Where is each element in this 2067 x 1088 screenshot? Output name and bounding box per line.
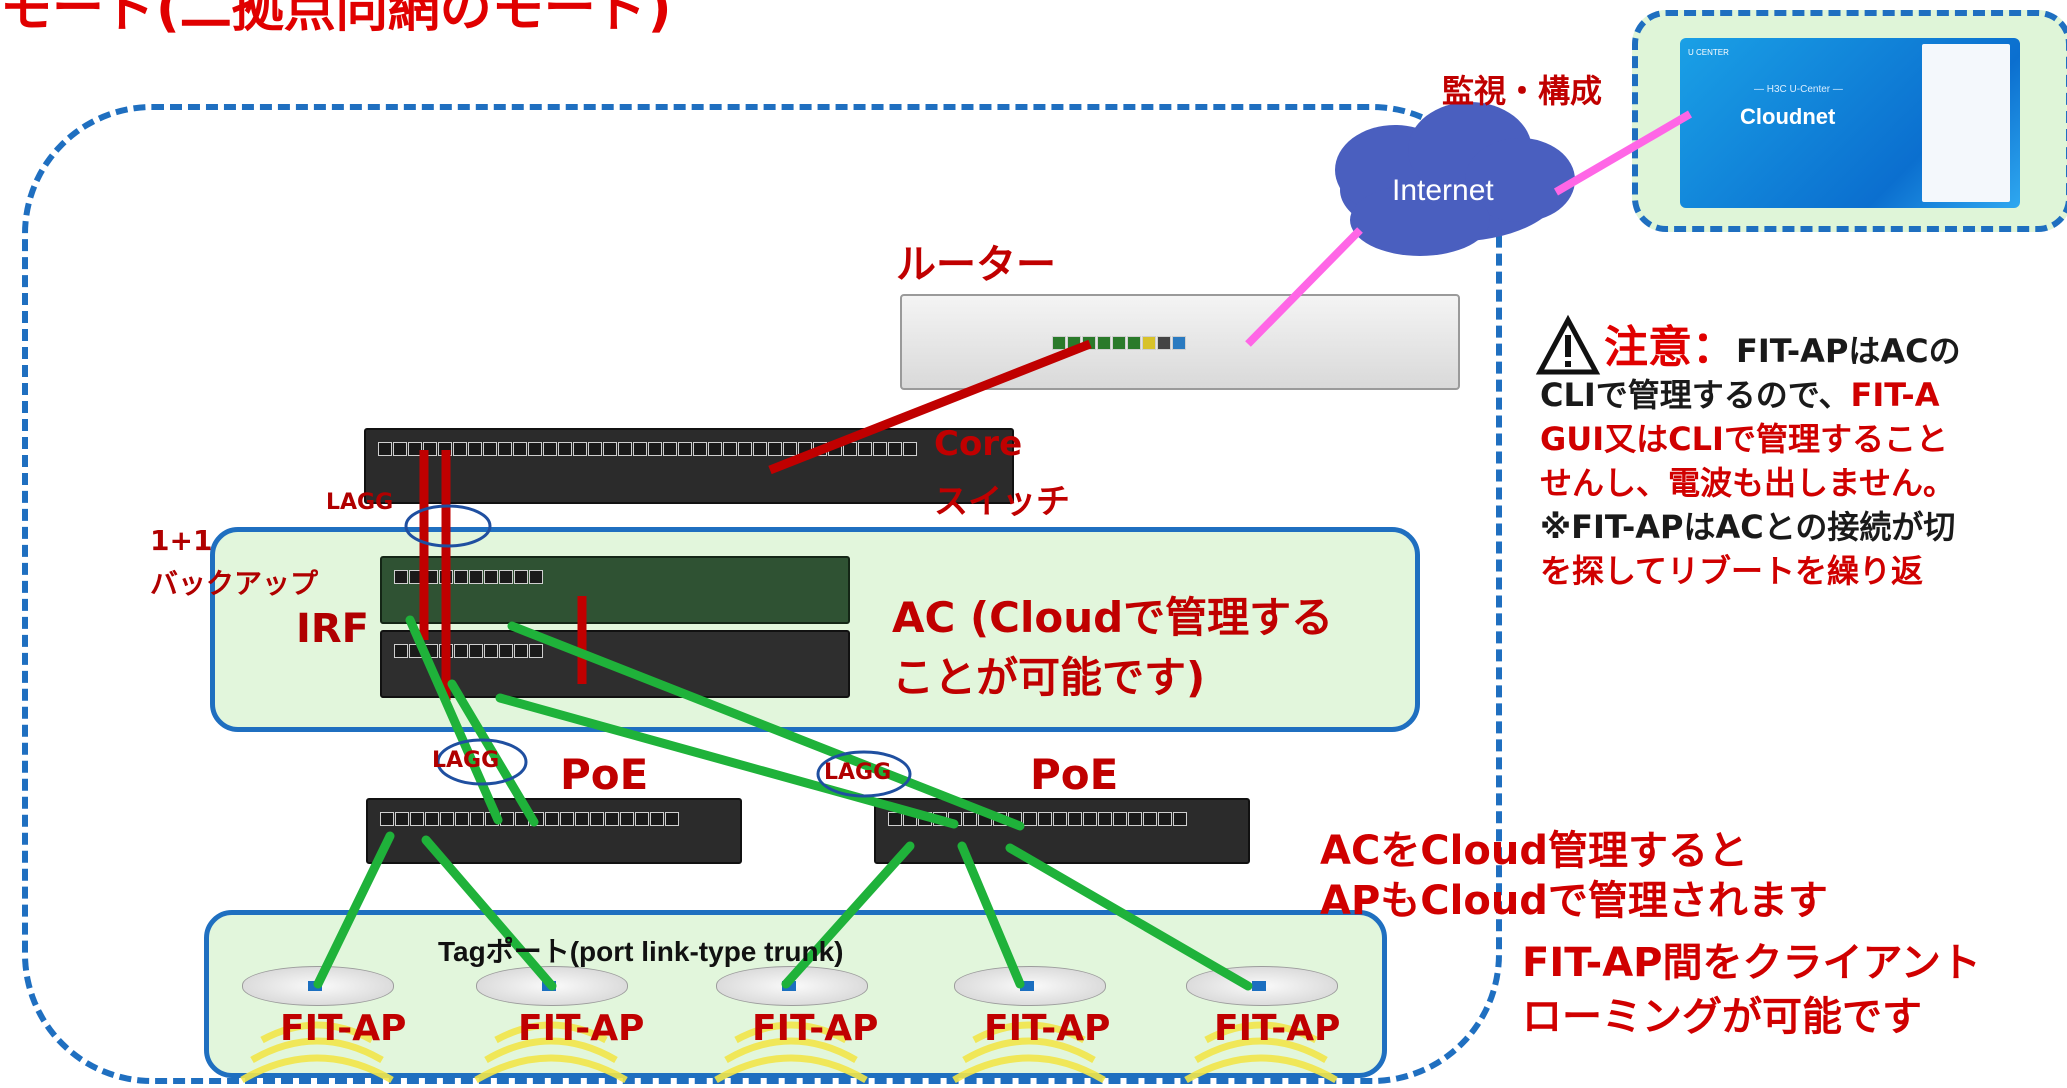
caution-line4: せんし、電波も出しません。 bbox=[1540, 464, 1956, 502]
caution-line2a: CLIで管理するので、 bbox=[1540, 376, 1851, 414]
lagg-ellipse-poe2 bbox=[816, 750, 912, 798]
radio-waves bbox=[240, 1021, 1338, 1084]
caution-line5: ※FIT-APはACとの接続が切 bbox=[1540, 508, 1956, 546]
tag-port-label: Tagポート(port link-type trunk) bbox=[438, 936, 844, 967]
poe-switch-2 bbox=[874, 798, 1250, 864]
ac-label-line1: AC (Cloudで管理する bbox=[892, 593, 1334, 642]
backup-label-line2: バックアップ bbox=[150, 567, 319, 600]
cloud-mgmt-caption-line1: ACをCloud管理すると bbox=[1320, 828, 1748, 874]
monitor-config-label: 監視・構成 bbox=[1442, 72, 1603, 110]
cloudnet-screenshot: U CENTER — H3C U-Center — Cloudnet bbox=[1680, 38, 2020, 208]
roaming-caption-line2: ローミングが可能です bbox=[1522, 994, 1922, 1040]
lagg-ellipse-poe1 bbox=[436, 738, 528, 786]
ac-unit-primary bbox=[380, 556, 850, 624]
access-point-5 bbox=[1186, 966, 1338, 1006]
cloudnet-logo: U CENTER bbox=[1688, 48, 1729, 57]
internet-label: Internet bbox=[1392, 174, 1494, 207]
router-ports bbox=[1052, 336, 1187, 374]
caution-line2b: FIT-A bbox=[1850, 376, 1940, 414]
poe-label-2: PoE bbox=[1030, 750, 1119, 799]
ac-label-line2: ことが可能です) bbox=[892, 653, 1206, 702]
cloudnet-title: Cloudnet bbox=[1740, 104, 1836, 129]
backup-label-line1: 1+1 bbox=[150, 524, 213, 557]
router-internet-link bbox=[1245, 227, 1363, 347]
core-switch bbox=[364, 428, 1014, 504]
router-device bbox=[900, 294, 1460, 390]
core-router-link bbox=[768, 339, 1092, 475]
caution-line1: FIT-APはACの bbox=[1736, 332, 1961, 370]
router-label: ルーター bbox=[896, 242, 1056, 288]
lagg-label-poe1: LAGG bbox=[432, 748, 500, 773]
caution-line3: GUI又はCLIで管理すること bbox=[1540, 420, 1948, 458]
page-heading: モード(二拠点同網のモード) bbox=[0, 0, 672, 39]
caution-line6: を探してリブートを繰り返 bbox=[1540, 552, 1924, 590]
roaming-caption-line1: FIT-AP間をクライアント bbox=[1522, 940, 1981, 986]
green-links bbox=[313, 615, 1253, 991]
lagg-ellipse-core bbox=[404, 504, 492, 548]
ap-label-2: FIT-AP bbox=[518, 1008, 645, 1049]
access-point-4 bbox=[954, 966, 1106, 1006]
irf-label: IRF bbox=[296, 606, 370, 652]
lagg-label-core: LAGG bbox=[326, 490, 394, 515]
ap-label-4: FIT-AP bbox=[984, 1008, 1111, 1049]
ap-label-5: FIT-AP bbox=[1214, 1008, 1341, 1049]
core-label-line1: Core bbox=[934, 424, 1023, 464]
warning-icon bbox=[1535, 314, 1601, 375]
poe-label-1: PoE bbox=[560, 750, 649, 799]
lagg-label-poe2: LAGG bbox=[824, 760, 892, 785]
caution-note: 注意：FIT-APはACの CLIで管理するので、FIT-A GUI又はCLIで… bbox=[1540, 326, 1961, 593]
internet-cloud-icon bbox=[1335, 102, 1575, 256]
site-boundary bbox=[22, 104, 1502, 1084]
core-switch-ports bbox=[378, 442, 918, 480]
cloud-mgmt-caption-line2: APもCloudで管理されます bbox=[1320, 878, 1828, 924]
core-label-line2: スイッチ bbox=[934, 482, 1070, 522]
ap-label-1: FIT-AP bbox=[280, 1008, 407, 1049]
poe-switch-1 bbox=[366, 798, 742, 864]
internet-cloudnet-link bbox=[1553, 110, 1693, 196]
cloudnet-login-panel bbox=[1922, 44, 2010, 202]
ap-label-3: FIT-AP bbox=[752, 1008, 879, 1049]
cloudnet-subtitle: — H3C U-Center — bbox=[1754, 84, 1843, 95]
caution-title: 注意： bbox=[1604, 322, 1736, 373]
